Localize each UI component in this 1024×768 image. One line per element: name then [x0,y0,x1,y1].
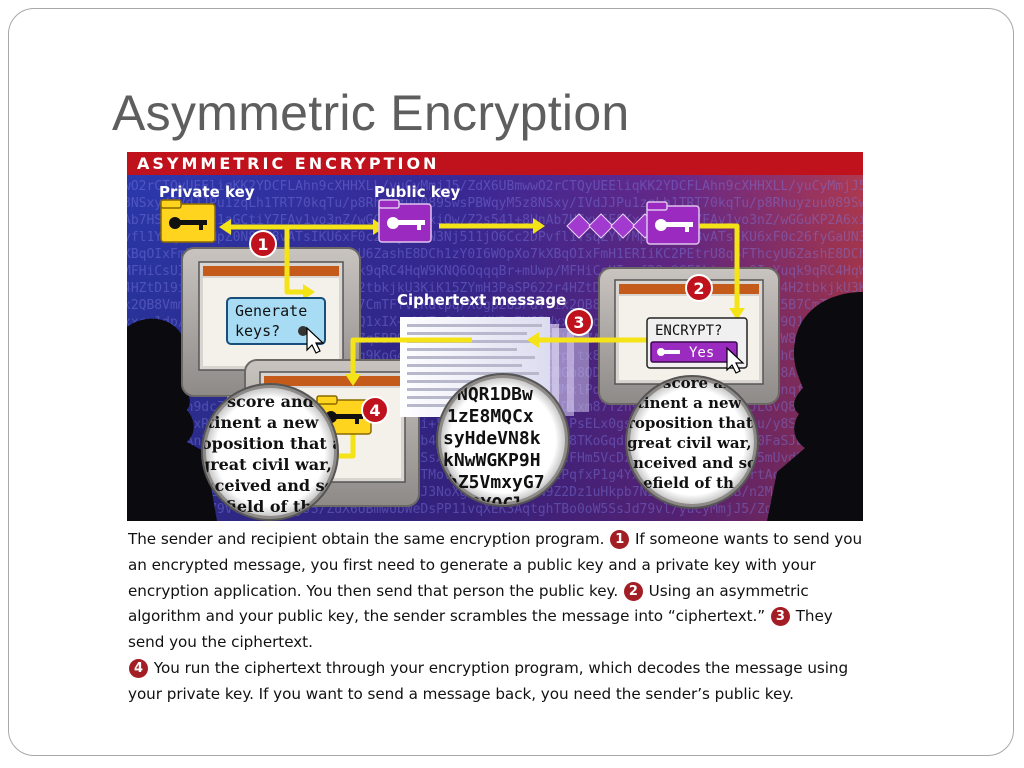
lens-right: score and tinent a new roposition that a… [625,375,768,509]
caption-step-3-badge: 3 [770,607,790,627]
svg-text:score and: score and [227,392,314,411]
caption: The sender and recipient obtain the same… [128,527,868,708]
recipient-silhouette [767,292,863,521]
caption-step-4: You run the ciphertext through your encr… [128,658,849,703]
svg-text:NQR1DBw: NQR1DBw [457,384,533,405]
banner [127,152,863,175]
svg-text:syHdeVN8k: syHdeVN8k [443,428,541,449]
svg-text:great civil war,: great civil war, [199,455,332,474]
encryption-figure: wO2rCTQyUEEliqKK2YDCFLAhn9cXHHXLL/yuCyMm… [127,152,863,521]
yes-button [650,341,738,363]
lens-center: NQR1DBw 1zE8MQCx syHdeVN8k kNwWGKP9H hZ5… [436,373,570,515]
caption-step-4-badge: 4 [129,658,148,678]
svg-text:4: 4 [369,401,380,420]
caption-intro: The sender and recipient obtain the same… [128,530,605,548]
banner-text: ASYMMETRIC ENCRYPTION [137,154,439,173]
caption-step-1-badge: 1 [610,530,630,549]
public-key-icon [378,199,432,243]
background-code-line: vfl1YsqZYV7MpZ0N8fH8vATsIKU6xF0c26fyGaUN… [127,230,863,245]
svg-text:3: 3 [573,313,584,332]
svg-text:efield of th: efield of th [643,474,734,492]
step-2-badge: 2 [685,274,713,302]
ciphertext-paper [400,317,589,418]
step-3-badge: 3 [565,308,593,336]
svg-text:tinent a new: tinent a new [637,394,743,412]
lens-left: score and tinent a new oposition that a … [199,383,343,521]
svg-text:roposition that a: roposition that a [627,414,768,432]
encrypt-label: ENCRYPT? [655,323,722,339]
step-4-badge: 4 [361,396,389,424]
svg-text:tinent a new: tinent a new [207,413,320,432]
private-key-icon [160,199,216,243]
svg-text:oposition that a: oposition that a [201,434,343,453]
svg-text:2: 2 [693,279,704,298]
private-key-label: Private key [159,183,255,201]
svg-text:nceived and so: nceived and so [633,454,757,472]
background-code-line: wO2rCTQyUEEliqKK2YDCFLAhn9cXHHXLL/yuCyMm… [127,179,863,194]
svg-text:K2YQCl: K2YQCl [459,494,524,515]
public-key-label: Public key [374,183,461,201]
public-key-icon-sent [646,201,700,245]
ciphertext-label: Ciphertext message [397,291,566,309]
slide-title: Asymmetric Encryption [112,85,630,141]
caption-step-3: They send you the ciphertext. [128,607,833,652]
caption-step-2-badge: 2 [623,581,643,601]
svg-text:great civil war,: great civil war, [627,434,752,452]
svg-text:nceived and so: nceived and so [203,476,336,495]
generate-line-1: Generate [235,302,307,320]
arrows [225,223,740,459]
svg-text:1: 1 [257,235,268,254]
step-1-badge: 1 [249,230,277,258]
sender-silhouette [127,318,217,521]
yes-label: Yes [689,345,714,361]
cursor-icon [726,346,745,374]
caption-step-1: If someone wants to send you an encrypte… [128,530,863,600]
cursor-icon [306,326,325,354]
svg-text:1zE8MQCx: 1zE8MQCx [447,406,534,427]
generate-keys-dialog: Generate keys? [226,297,326,354]
svg-text:hZ5VmxyG7: hZ5VmxyG7 [447,472,545,493]
generate-line-2: keys? [235,322,280,340]
encrypt-dialog: ENCRYPT? Yes [646,317,748,374]
svg-text:kNwWGKP9H: kNwWGKP9H [443,450,541,471]
caption-step-2: Using an asymmetric algorithm and your p… [128,581,809,626]
